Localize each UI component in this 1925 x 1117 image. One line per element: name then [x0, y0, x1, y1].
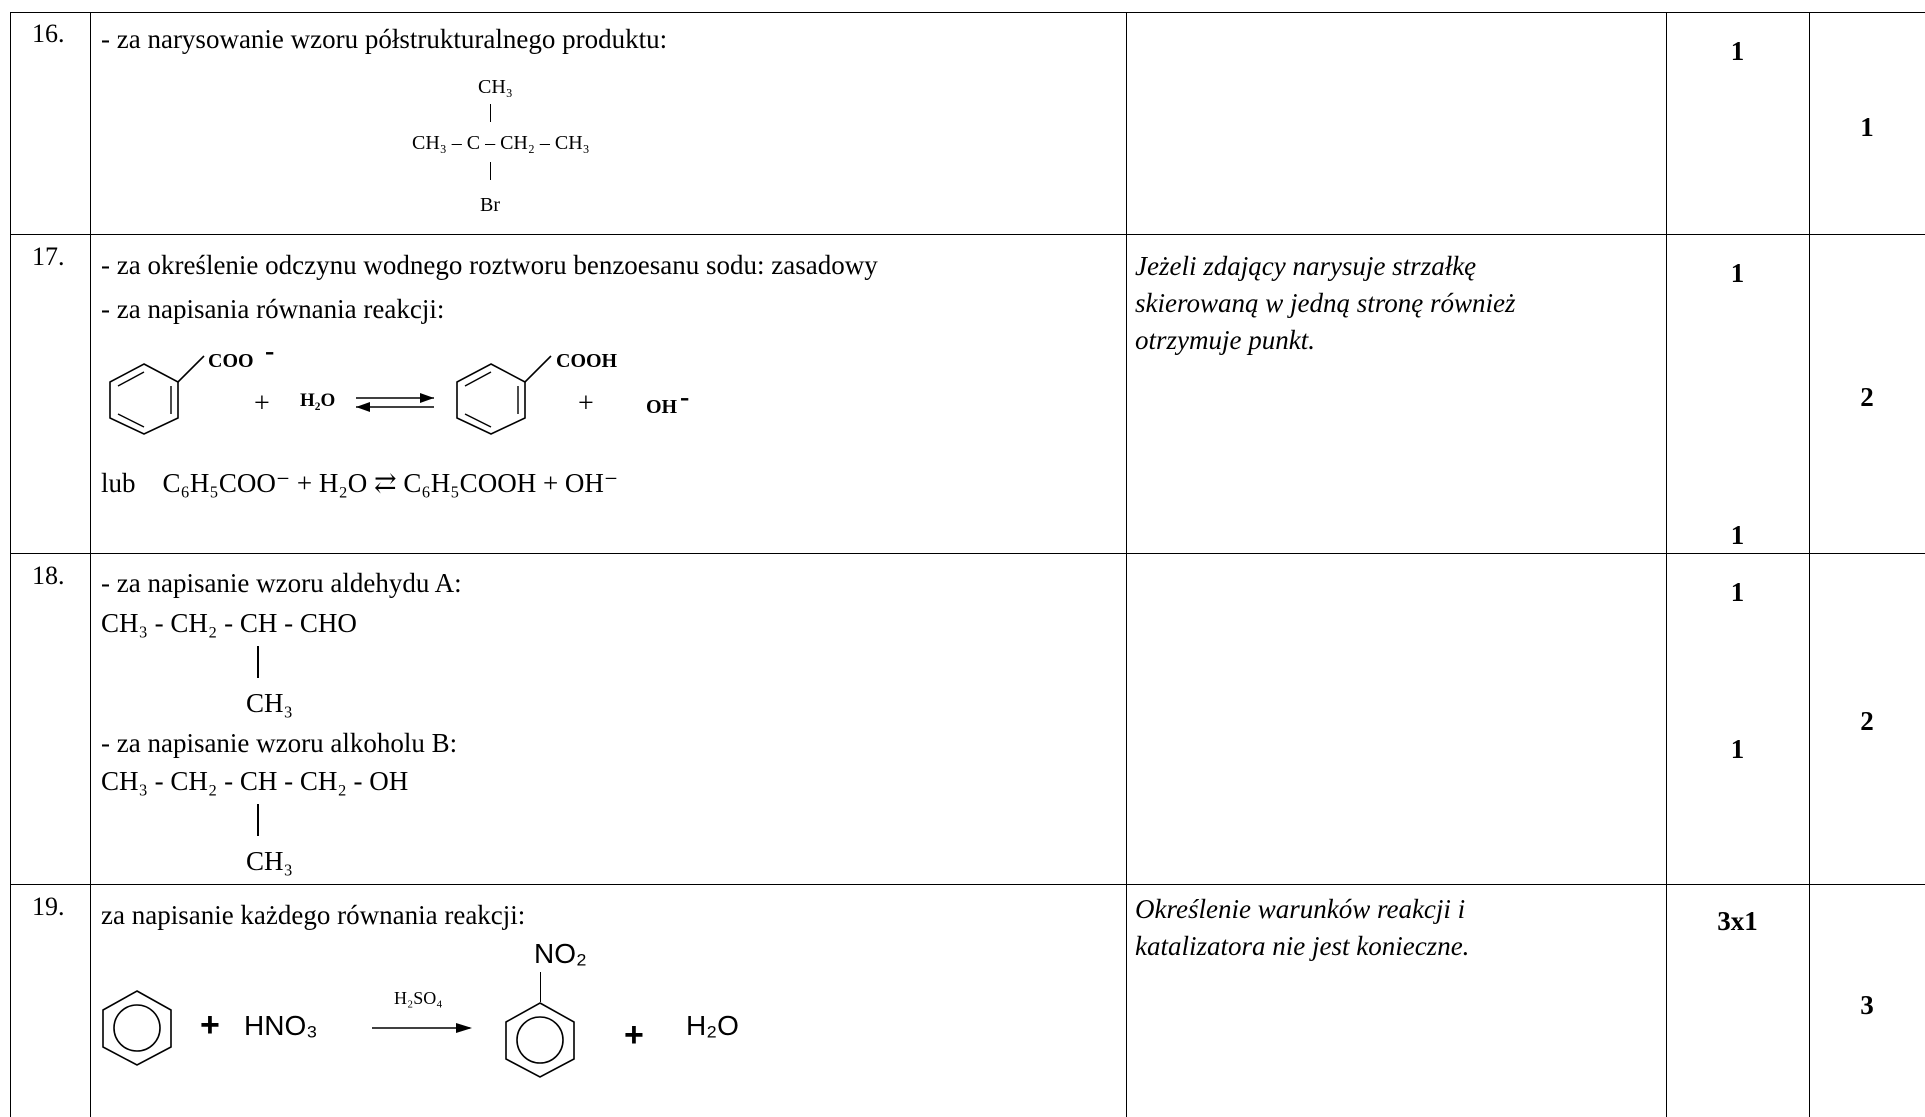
carboxylate-label: COO — [208, 350, 254, 372]
table-border-left — [10, 12, 11, 1117]
catalyst-label: H₂SO₄ — [394, 988, 443, 1008]
table-border-col4 — [1809, 12, 1810, 1117]
formula-main-chain: CH₃ – C – CH₂ – CH₃ — [412, 132, 590, 154]
points-value: 3x1 — [1717, 906, 1758, 936]
plus-sign: + — [254, 388, 270, 419]
alternative-equation: lub C₆H₅COO⁻ + H₂O ⇄ C₆H₅COOH + OH⁻ — [101, 468, 619, 498]
table-border-col3 — [1666, 12, 1667, 1117]
alcohol-branch-bond — [257, 804, 259, 836]
alcohol-formula: CH₃ - CH₂ - CH - CH₂ - OH — [101, 766, 409, 796]
criteria-text: - za narysowanie wzoru półstrukturalnego… — [101, 24, 668, 54]
water-label: H₂O — [686, 1010, 739, 1041]
total-points: 3 — [1860, 990, 1874, 1020]
formula-bond-down — [490, 162, 491, 180]
total-points: 1 — [1860, 112, 1874, 142]
charge-minus: - — [265, 336, 275, 367]
note-line: skierowaną w jedną stronę również — [1135, 288, 1516, 318]
table-border-top — [10, 12, 1925, 13]
aldehyde-formula: CH₃ - CH₂ - CH - CHO — [101, 608, 357, 638]
note-line: Określenie warunków reakcji i — [1135, 894, 1466, 924]
charge-minus: - — [680, 382, 690, 413]
plus-sign: + — [624, 1016, 644, 1054]
formula-top-group: CH₃ — [478, 76, 513, 98]
carboxyl-label: COOH — [556, 350, 618, 372]
note-line: otrzymuje punkt. — [1135, 325, 1315, 355]
question-number: 16. — [32, 19, 65, 48]
aldehyde-branch-bond — [257, 646, 259, 678]
water-label: H₂O — [300, 390, 336, 411]
hydroxide-label: OH — [646, 396, 678, 418]
criteria-text: - za napisanie wzoru aldehydu A: — [101, 568, 462, 598]
note-line: Jeżeli zdający narysuje strzałkę — [1135, 251, 1477, 281]
row-divider-17-18 — [10, 553, 1925, 554]
alcohol-branch: CH₃ — [246, 846, 293, 876]
criteria-text: - za napisania równania reakcji: — [101, 294, 445, 324]
points-value: 1 — [1730, 577, 1745, 607]
total-points: 2 — [1860, 382, 1874, 412]
nitrobenzene-ring-icon — [505, 1002, 575, 1078]
total-points: 2 — [1860, 706, 1874, 736]
benzene-ring-icon — [109, 355, 205, 435]
formula-bottom-group: Br — [480, 194, 500, 216]
criteria-text: - za napisanie wzoru alkoholu B: — [101, 728, 458, 758]
points-value: 1 — [1730, 520, 1745, 550]
question-number: 19. — [32, 892, 65, 921]
nitro-bond — [540, 972, 541, 1002]
row-divider-18-19 — [10, 884, 1925, 885]
nitro-group-label: NO₂ — [534, 938, 587, 969]
formula-bond-up — [490, 104, 491, 122]
plus-sign: + — [578, 388, 594, 419]
row-divider-16-17 — [10, 234, 1925, 235]
benzene-ring-icon — [456, 355, 552, 435]
benzene-ring-icon — [102, 990, 172, 1066]
reaction-arrow-icon — [372, 1023, 472, 1033]
equilibrium-arrow-icon — [356, 393, 434, 412]
criteria-text: - za określenie odczynu wodnego roztworu… — [101, 250, 878, 280]
nitric-acid-label: HNO₃ — [244, 1010, 318, 1041]
criteria-text: za napisanie każdego równania reakcji: — [101, 900, 526, 930]
points-value: 1 — [1730, 734, 1745, 764]
points-value: 1 — [1730, 36, 1745, 66]
table-border-col1 — [90, 12, 91, 1117]
note-line: katalizatora nie jest konieczne. — [1135, 931, 1470, 961]
aldehyde-branch: CH₃ — [246, 688, 293, 718]
question-number: 17. — [32, 242, 65, 271]
points-value: 1 — [1730, 258, 1745, 288]
table-border-col2 — [1126, 12, 1127, 1117]
plus-sign: + — [200, 1006, 220, 1044]
question-number: 18. — [32, 561, 65, 590]
